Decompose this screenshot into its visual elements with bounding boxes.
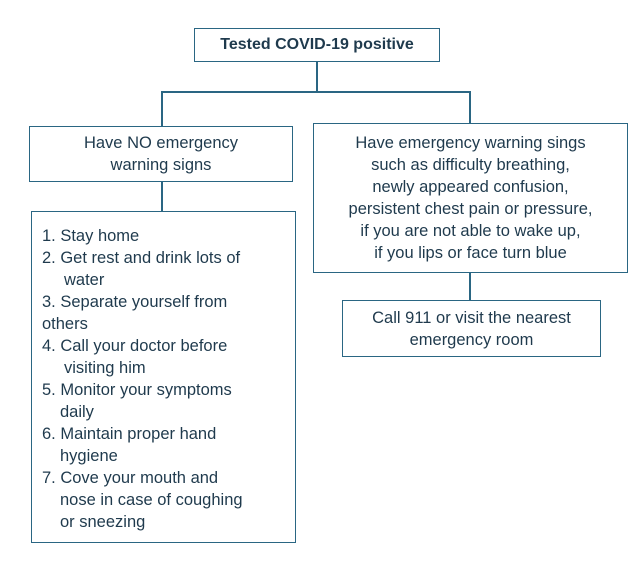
no-warning-line-2: warning signs (110, 156, 212, 174)
warning-line-4: persistent chest pain or pressure, (348, 200, 593, 218)
step-3-text: 3. Separate yourself from (42, 293, 228, 311)
step-7-text: 7. Cove your mouth and (42, 469, 219, 487)
root-node: Tested COVID-19 positive (194, 28, 440, 62)
warning-line-1: Have emergency warning sings (355, 134, 586, 152)
step-5-continued: daily (60, 403, 94, 421)
warning-line-5: if you are not able to wake up, (360, 222, 581, 240)
list-item: 3. Separate yourself from others (42, 291, 287, 335)
step-2-text: 2. Get rest and drink lots of (42, 249, 241, 267)
connector-to-right (469, 91, 471, 123)
root-label: Tested COVID-19 positive (220, 36, 414, 53)
step-5-text: 5. Monitor your symptoms (42, 381, 232, 399)
list-item: 6. Maintain proper hand hygiene (42, 423, 287, 467)
step-6-continued: hygiene (60, 447, 118, 465)
step-7-continued: nose in case of coughing (60, 491, 243, 509)
emergency-action-node: Call 911 or visit the nearest emergency … (342, 300, 601, 357)
step-7-continued-2: or sneezing (60, 513, 146, 531)
connector-horizontal (161, 91, 471, 93)
emergency-line-1: Call 911 or visit the nearest (372, 308, 571, 327)
warning-line-6: if you lips or face turn blue (374, 244, 567, 262)
step-4-text: 4. Call your doctor before (42, 337, 228, 355)
no-warning-line-1: Have NO emergency (83, 134, 239, 152)
no-warning-signs-node: Have NO emergency warning signs (29, 126, 293, 182)
warning-line-2: such as difficulty breathing, (371, 156, 570, 174)
home-care-steps-node: 1. Stay home 2. Get rest and drink lots … (31, 211, 296, 543)
connector-left-to-list (161, 182, 163, 211)
step-3-continued: others (42, 315, 88, 333)
list-item: 7. Cove your mouth and nose in case of c… (42, 467, 287, 533)
step-4-continued: visiting him (64, 359, 146, 377)
list-item: 2. Get rest and drink lots of water (42, 247, 287, 291)
connector-to-left (161, 91, 163, 126)
step-6-text: 6. Maintain proper hand (42, 425, 217, 443)
warning-signs-node: Have emergency warning sings such as dif… (313, 123, 628, 273)
emergency-line-2: emergency room (409, 330, 534, 349)
list-item: 5. Monitor your symptoms daily (42, 379, 287, 423)
step-2-continued: water (64, 271, 105, 289)
list-item: 1. Stay home (42, 225, 287, 247)
step-1-text: 1. Stay home (42, 227, 140, 245)
list-item: 4. Call your doctor before visiting him (42, 335, 287, 379)
connector-right-to-emergency (469, 273, 471, 300)
connector-root-down (316, 62, 318, 92)
warning-line-3: newly appeared confusion, (372, 178, 569, 196)
steps-list: 1. Stay home 2. Get rest and drink lots … (42, 225, 287, 533)
